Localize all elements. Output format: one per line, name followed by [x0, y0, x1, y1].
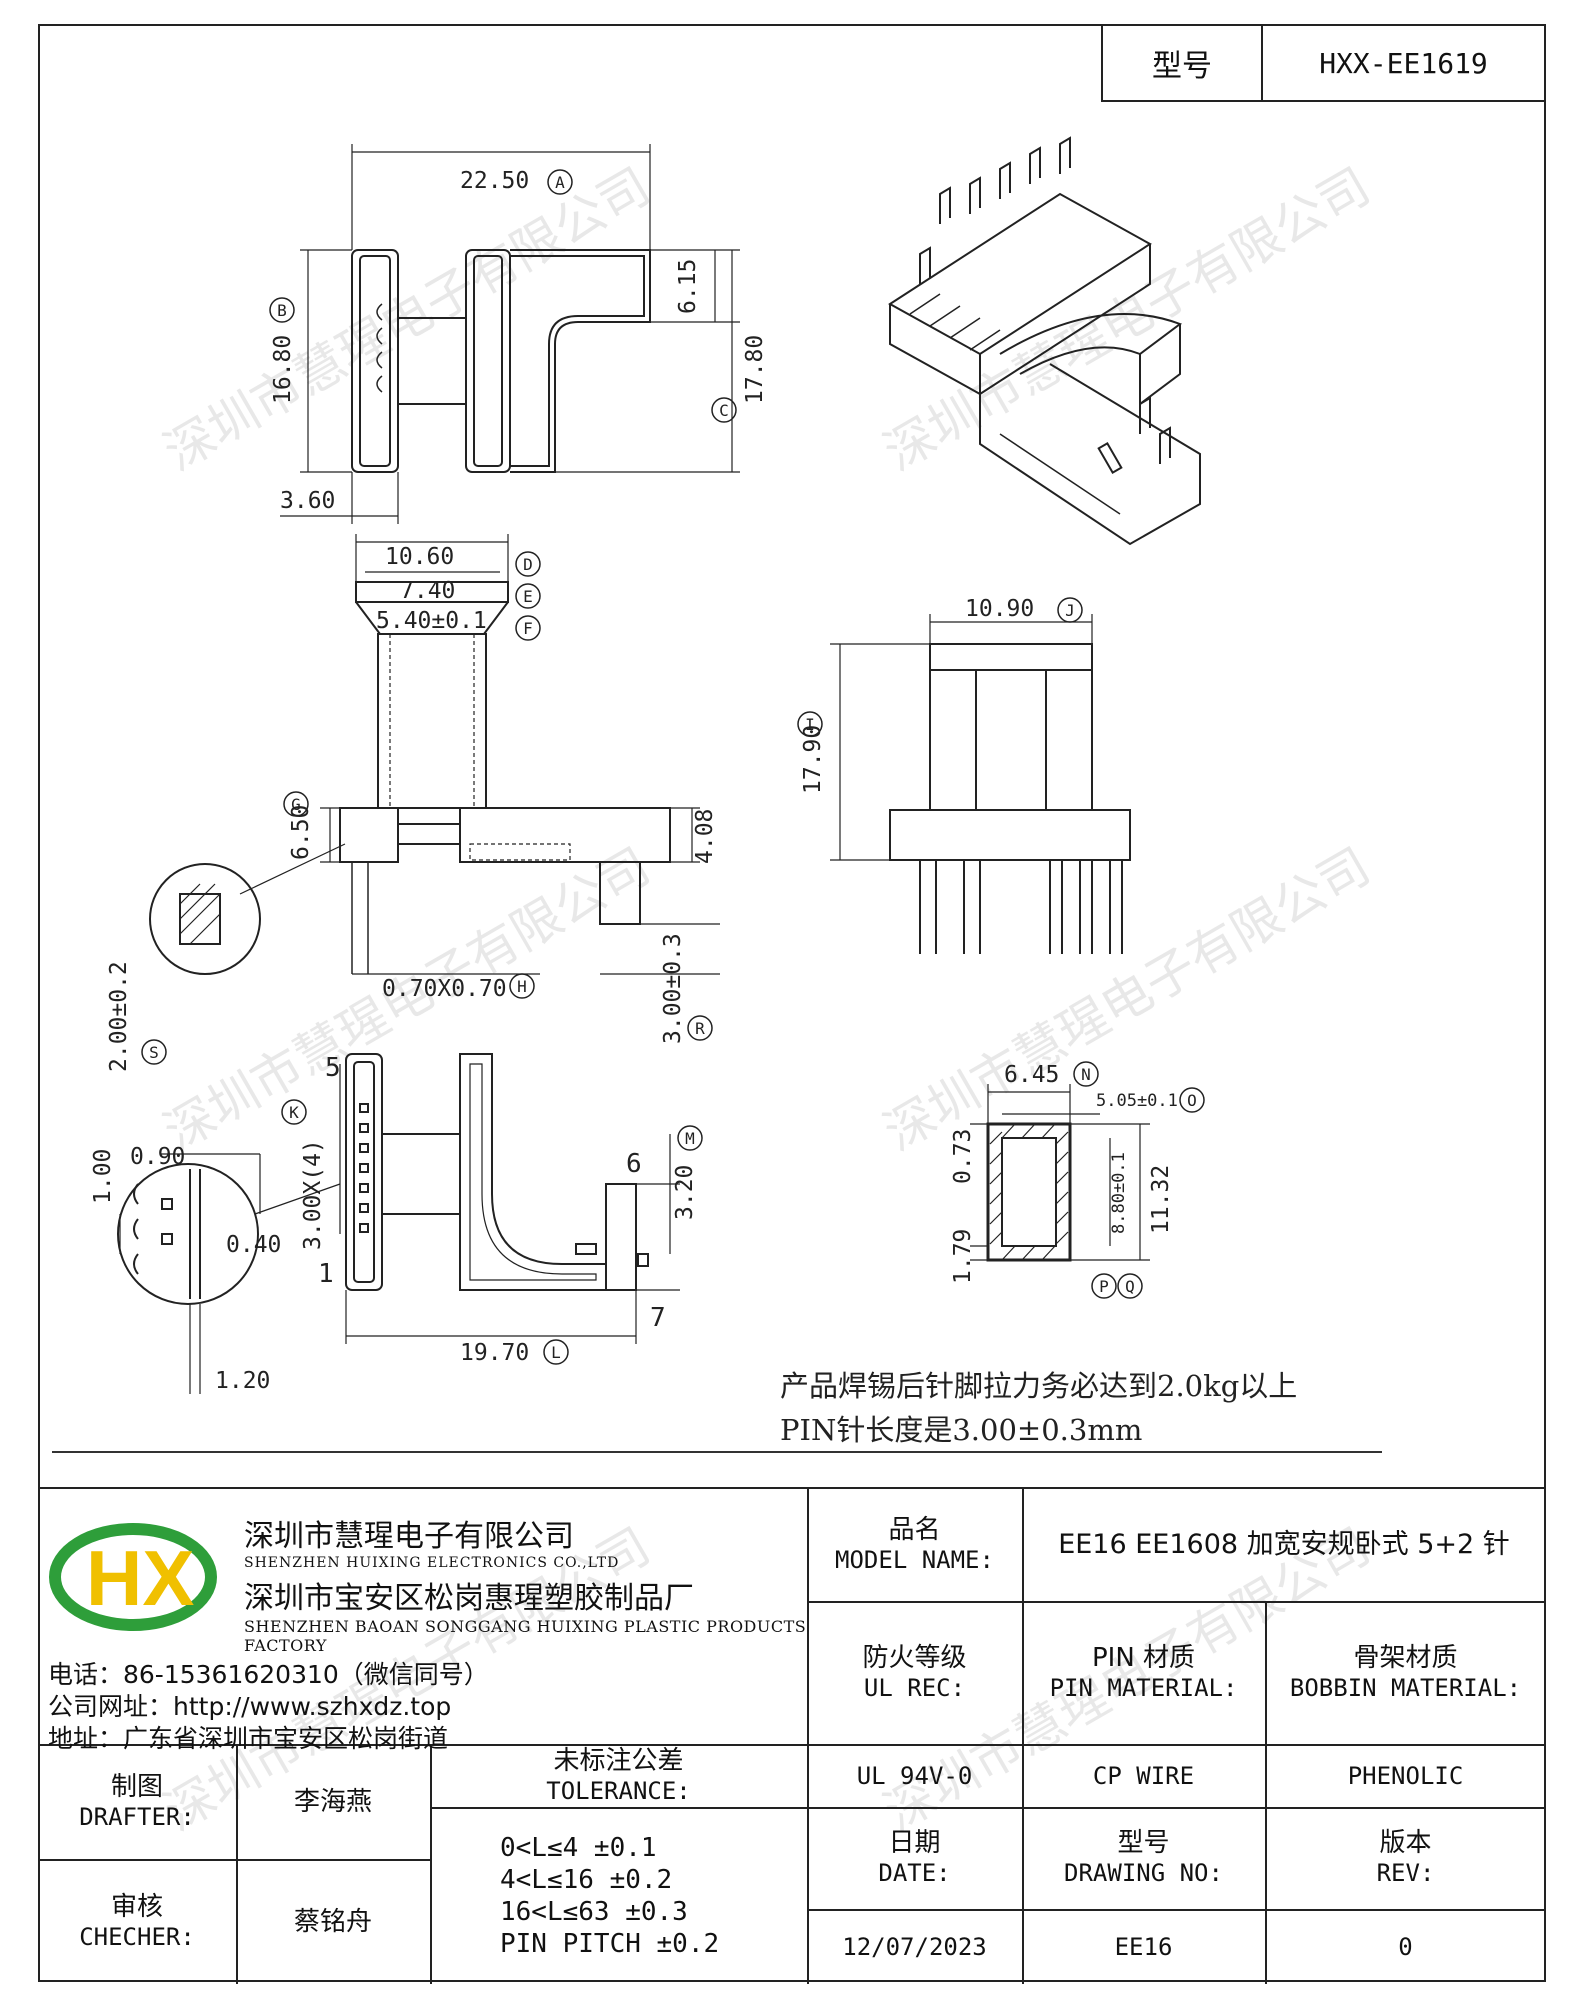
bottom-view [117, 1053, 680, 1394]
company-address: 地址：广东省深圳市宝安区松岗街道 [48, 1724, 449, 1753]
factory-name-en: SHENZHEN BAOAN SONGGANG HUIXING PLASTIC … [244, 1617, 807, 1655]
letter-M: M [685, 1129, 695, 1148]
dim-B: 16.80 [270, 335, 296, 404]
letter-N: N [1081, 1065, 1091, 1084]
company-name-cn: 深圳市慧瑆电子有限公司 [244, 1519, 574, 1554]
dim-A: 22.50 [460, 168, 529, 194]
dim-R: 3.00±0.3 [660, 933, 686, 1044]
letter-E: E [523, 587, 533, 606]
letter-D: D [523, 555, 533, 574]
technical-drawing: 22.50 16.80 6.15 17.80 3.60 A B C [90, 136, 1205, 1394]
dim-C: 17.80 [742, 335, 768, 404]
note-line-1: 产品焊锡后针脚拉力务必达到2.0kg以上 [780, 1369, 1298, 1403]
letter-O: O [1187, 1091, 1197, 1110]
tolerance-label: 未标注公差 TOLERANCE: [546, 1745, 691, 1805]
end-view [830, 614, 1131, 954]
dim-L: 19.70 [460, 1340, 529, 1366]
ul-value: UL 94V-0 [856, 1761, 973, 1790]
notes: 产品焊锡后针脚拉力务必达到2.0kg以上 PIN针长度是3.00±0.3mm [780, 1364, 1297, 1452]
drawing-no-value: EE16 [1114, 1932, 1173, 1961]
dim-E: 7.40 [400, 578, 455, 604]
company-website[interactable]: 公司网址：http://www.szhxdz.top [48, 1692, 452, 1721]
date-value: 12/07/2023 [842, 1932, 987, 1961]
pin-1: 1 [318, 1259, 334, 1289]
model-label: 型号 [1103, 26, 1263, 100]
factory-name-cn: 深圳市宝安区松岗惠瑆塑胶制品厂 [244, 1581, 694, 1616]
drafter-label: 制图 DRAFTER: [79, 1771, 195, 1831]
drawing-no-label: 型号 DRAWING NO: [1064, 1828, 1223, 1887]
side-view [149, 534, 720, 975]
letter-R: R [695, 1019, 705, 1038]
tolerance-table: 0<L≤4 ±0.1 4<L≤16 ±0.2 16<L≤63 ±0.3 PIN … [500, 1832, 720, 1959]
checker-value: 蔡铭舟 [293, 1906, 372, 1937]
company-name-en: SHENZHEN HUIXING ELECTRONICS CO.,LTD [244, 1555, 620, 1571]
dim-J: 10.90 [965, 596, 1034, 622]
bobbin-material-label: 骨架材质 BOBBIN MATERIAL: [1289, 1642, 1522, 1702]
letter-Q: Q [1125, 1277, 1135, 1296]
dim-O: 5.05±0.1 [1096, 1091, 1178, 1111]
dim-S: 2.00±0.2 [106, 961, 132, 1072]
letter-P: P [1099, 1277, 1109, 1296]
checker-label: 审核 CHECHER: [79, 1891, 195, 1951]
letter-K: K [289, 1103, 299, 1122]
dim-D: 10.60 [385, 544, 454, 570]
drawing-frame [38, 24, 1546, 1982]
letter-F: F [523, 619, 533, 638]
title-block: HX 深圳市慧瑆电子有限公司 SHENZHEN HUIXING ELECTRON… [38, 1487, 1546, 1984]
pin-material-label: PIN 材质 PIN MATERIAL: [1049, 1642, 1238, 1702]
pin-6: 6 [626, 1149, 642, 1179]
dim-408: 4.08 [692, 809, 718, 864]
dim-N: 6.45 [1004, 1062, 1059, 1088]
dim-Q: 11.32 [1148, 1165, 1174, 1234]
bobbin-material-value: PHENOLIC [1347, 1761, 1464, 1790]
dim-H: 0.70X0.70 [382, 976, 507, 1002]
letter-C: C [719, 401, 729, 420]
dim-360: 3.60 [280, 488, 335, 514]
pin-material-value: CP WIRE [1092, 1761, 1195, 1790]
model-name-label: 品名 MODEL NAME: [835, 1515, 994, 1574]
company-phone: 电话：86-15361620310（微信同号） [48, 1660, 489, 1689]
letter-G: G [291, 795, 301, 814]
logo-text: HX [86, 1534, 194, 1622]
dim-G: 6.50 [288, 805, 314, 860]
company-info: HX 深圳市慧瑆电子有限公司 SHENZHEN HUIXING ELECTRON… [46, 1503, 836, 1753]
model-value: HXX-EE1619 [1319, 46, 1488, 80]
rev-label: 版本 REV: [1376, 1828, 1435, 1887]
dim-040: 0.40 [226, 1232, 281, 1258]
letter-H: H [517, 977, 527, 996]
dim-073: 0.73 [950, 1129, 976, 1184]
isometric-view [888, 136, 1201, 546]
rev-value: 0 [1398, 1932, 1413, 1961]
dim-090: 0.90 [130, 1144, 185, 1170]
dim-F: 5.40±0.1 [376, 608, 487, 634]
dim-K: 3.00X(4) [300, 1139, 326, 1250]
front-view [280, 144, 740, 524]
letter-I: I [805, 715, 815, 734]
dim-120: 1.20 [215, 1368, 270, 1394]
letter-L: L [551, 1343, 561, 1362]
dim-179: 1.79 [950, 1229, 976, 1284]
ul-label: 防火等级 UL REC: [862, 1642, 967, 1702]
model-box: 型号 HXX-EE1619 [1101, 24, 1546, 102]
section-view [970, 1084, 1150, 1262]
divider [52, 1451, 1382, 1453]
dim-615: 6.15 [675, 259, 701, 314]
dim-M: 3.20 [672, 1165, 698, 1220]
note-line-2: PIN针长度是3.00±0.3mm [780, 1413, 1143, 1447]
letter-J: J [1065, 601, 1075, 620]
pin-5: 5 [325, 1053, 341, 1083]
pin-7: 7 [650, 1303, 666, 1333]
model-name-value: EE16 EE1608 加宽安规卧式 5+2 针 [1058, 1529, 1510, 1560]
dim-P: 8.80±0.1 [1109, 1152, 1129, 1234]
letter-S: S [149, 1043, 159, 1062]
drafter-value: 李海燕 [293, 1786, 372, 1817]
letter-B: B [277, 301, 287, 320]
dim-100: 1.00 [90, 1149, 116, 1204]
date-label: 日期 DATE: [878, 1828, 951, 1887]
letter-A: A [555, 173, 565, 192]
company-logo: HX [49, 1523, 217, 1631]
